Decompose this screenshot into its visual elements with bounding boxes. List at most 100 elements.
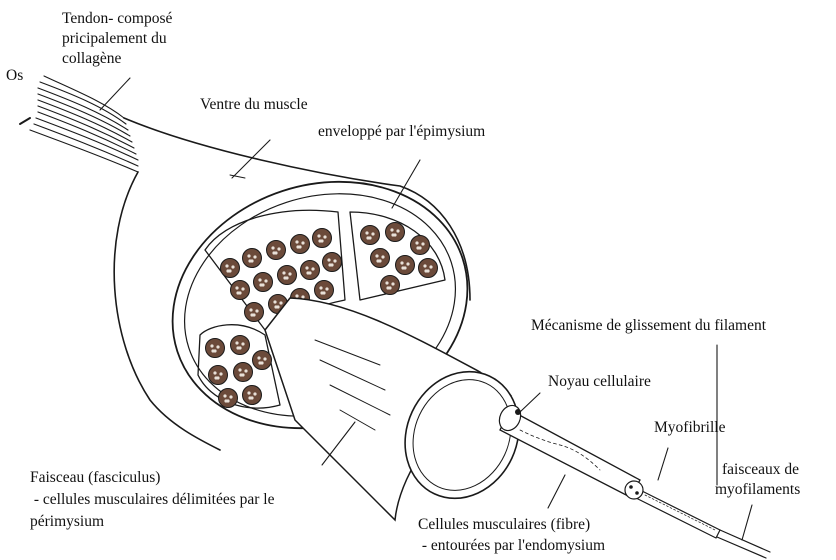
fiber-dot-spot xyxy=(288,272,291,275)
myofibril-label: Myofibrille xyxy=(654,418,725,438)
fiber-dot-spot xyxy=(241,342,244,345)
fiber-dot xyxy=(231,281,250,300)
fiber-dot-spot xyxy=(236,291,239,294)
fiber-dot-spot xyxy=(311,267,314,270)
fiber-dot-spot xyxy=(259,283,262,286)
fiber-dot-spot xyxy=(253,255,256,258)
belly-label: Ventre du muscle xyxy=(200,95,308,115)
fiber-dot xyxy=(231,336,250,355)
fiber-dot-spot xyxy=(424,269,427,272)
fiber-dot-spot xyxy=(274,305,277,308)
fiber-dot xyxy=(221,259,240,278)
fiber-dot xyxy=(243,249,262,268)
nucleus-pointer xyxy=(520,393,540,412)
sliding-mechanism-label: Mécanisme de glissement du filament xyxy=(531,316,766,336)
fiber-dot-spot xyxy=(255,309,258,312)
fiber-dot-spot xyxy=(416,246,419,249)
fiber-dot-spot xyxy=(249,308,252,311)
fiber-dot-spot xyxy=(264,279,267,282)
fiber-dot-spot xyxy=(381,255,384,258)
myofilaments-label-line-1: faisceaux de xyxy=(722,460,799,480)
fiber-dot xyxy=(267,241,286,260)
fiber-dot-spot xyxy=(423,264,426,267)
fiber-dot xyxy=(278,266,297,285)
fiber-label-line-1: Cellules musculaires (fibre) xyxy=(418,515,590,535)
fiber-dot-spot xyxy=(333,259,336,262)
fiber-dot xyxy=(206,339,225,358)
fiber-dot-spot xyxy=(296,245,299,248)
fiber-dot-spot xyxy=(263,357,266,360)
fiber-dot-spot xyxy=(257,356,260,359)
fiber-dot-spot xyxy=(386,286,389,289)
fiber-dot-spot xyxy=(224,399,227,402)
fiber-dot-spot xyxy=(214,376,217,379)
fiber-dot-spot xyxy=(328,263,331,266)
fascicle-label-line-1: Faisceau (fasciculus) xyxy=(30,468,160,488)
fiber-label-line-2: - entourées par l'endomysium xyxy=(418,536,605,556)
tendon-pointer xyxy=(100,78,130,110)
fiber-dot-spot xyxy=(375,254,378,257)
fiber-dot-spot xyxy=(247,391,250,394)
tendon-strands xyxy=(20,76,138,172)
fiber-dot-spot xyxy=(216,345,219,348)
fiber-dot xyxy=(361,226,380,245)
belly-pointer xyxy=(232,140,270,178)
fiber-dot-spot xyxy=(283,276,286,279)
fiber-dot xyxy=(411,236,430,255)
fiber-dot xyxy=(234,363,253,382)
fiber-dot-spot xyxy=(244,369,247,372)
fiber-dot-spot xyxy=(323,235,326,238)
fiber-dot-spot xyxy=(318,239,321,242)
fiber-dot-spot xyxy=(306,271,309,274)
fascicle-label-line-2: - cellules musculaires délimitées par le xyxy=(30,490,274,510)
fiber-dot-spot xyxy=(279,301,282,304)
fiber-dot xyxy=(301,261,320,280)
fiber-dot-spot xyxy=(317,234,320,237)
fiber-dot-spot xyxy=(391,233,394,236)
fiber-dot-spot xyxy=(327,258,330,261)
fiber-dot-spot xyxy=(250,313,253,316)
fiber-dot-spot xyxy=(421,242,424,245)
fiber-dot-spot xyxy=(301,295,304,298)
fiber-dot-spot xyxy=(391,282,394,285)
fiber-dot xyxy=(396,256,415,275)
myofibril-pointer xyxy=(658,448,668,480)
fascicle-cylinder xyxy=(265,298,539,520)
fiber-dot-spot xyxy=(301,241,304,244)
fiber-dot xyxy=(219,389,238,408)
fiber-dot-spot xyxy=(238,368,241,371)
myofilament-pointer xyxy=(742,505,752,540)
fiber-dot-spot xyxy=(229,395,232,398)
fiber-dot-spot xyxy=(320,291,323,294)
fiber-dot-spot xyxy=(305,266,308,269)
fiber-dot-spot xyxy=(258,278,261,281)
nucleus-label: Noyau cellulaire xyxy=(548,372,651,392)
fiber-dot xyxy=(254,273,273,292)
fascicle-label-line-3: périmysium xyxy=(30,512,104,532)
myofilaments-label-line-2: myofilaments xyxy=(715,480,800,500)
bone-label: Os xyxy=(6,66,23,86)
fiber-dot-spot xyxy=(271,246,274,249)
fiber-dot xyxy=(245,303,264,322)
fiber-dot-spot xyxy=(226,269,229,272)
fiber-dot xyxy=(381,276,400,295)
fiber-dot-spot xyxy=(239,373,242,376)
fiber-dot xyxy=(419,259,438,278)
fiber-dot xyxy=(315,281,334,300)
fiber-dot-spot xyxy=(295,240,298,243)
fiber-dot-spot xyxy=(248,396,251,399)
tendon-label-line-1: Tendon- composé xyxy=(62,9,172,29)
fiber-dot-spot xyxy=(401,266,404,269)
fiber-dot xyxy=(386,223,405,242)
fiber-dot xyxy=(371,249,390,268)
fiber-dot-spot xyxy=(236,346,239,349)
fiber-dot-spot xyxy=(406,262,409,265)
fiber-dot-spot xyxy=(295,294,298,297)
fiber-dot-spot xyxy=(429,265,432,268)
tendon-label-line-3: collagène xyxy=(62,49,121,69)
fiber-dot-spot xyxy=(225,264,228,267)
fiber-dot-spot xyxy=(235,286,238,289)
fiber-dot-spot xyxy=(273,300,276,303)
fiber-dot-spot xyxy=(385,281,388,284)
fiber-dot xyxy=(243,386,262,405)
